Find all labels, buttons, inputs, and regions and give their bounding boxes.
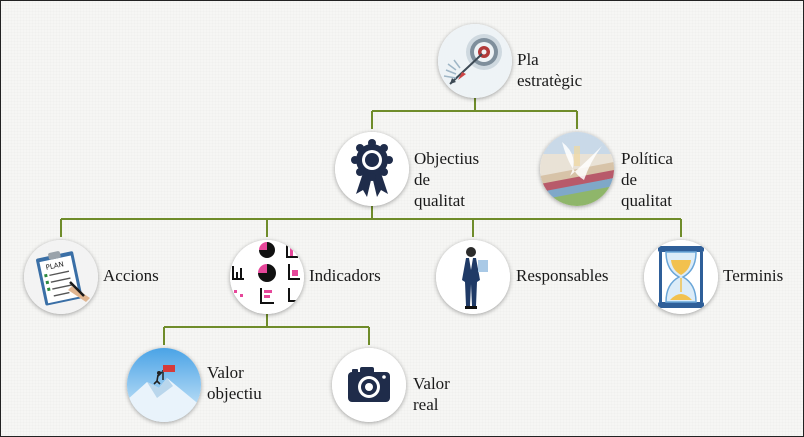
businessman-icon (436, 240, 510, 314)
mountain-goal-icon (127, 348, 201, 422)
connector-objectius-to-level3 (60, 206, 682, 237)
node-label: Indicadors (309, 266, 381, 285)
node-label: Valor objectiu (207, 363, 262, 403)
camera-icon (332, 348, 406, 422)
node-label: Accions (103, 266, 159, 285)
node-label: Pla estratègic (517, 50, 583, 90)
target-arrow-icon (438, 24, 512, 98)
clipboard-plan-icon: PLAN (24, 240, 98, 314)
charts-icon (230, 240, 304, 314)
node-label: Objectius de qualitat (414, 149, 480, 210)
hourglass-icon (644, 240, 718, 314)
connector-pla-to-level2 (371, 98, 578, 129)
node-label: Política de qualitat (621, 149, 673, 210)
award-ribbon-icon (335, 132, 409, 206)
documents-icon (540, 132, 614, 206)
svg-text:PLAN: PLAN (45, 260, 65, 272)
node-label: Valor real (413, 374, 450, 414)
node-label: Terminis (723, 266, 784, 285)
connector-indicadors-to-level4 (163, 314, 370, 345)
node-label: Responsables (516, 266, 609, 285)
